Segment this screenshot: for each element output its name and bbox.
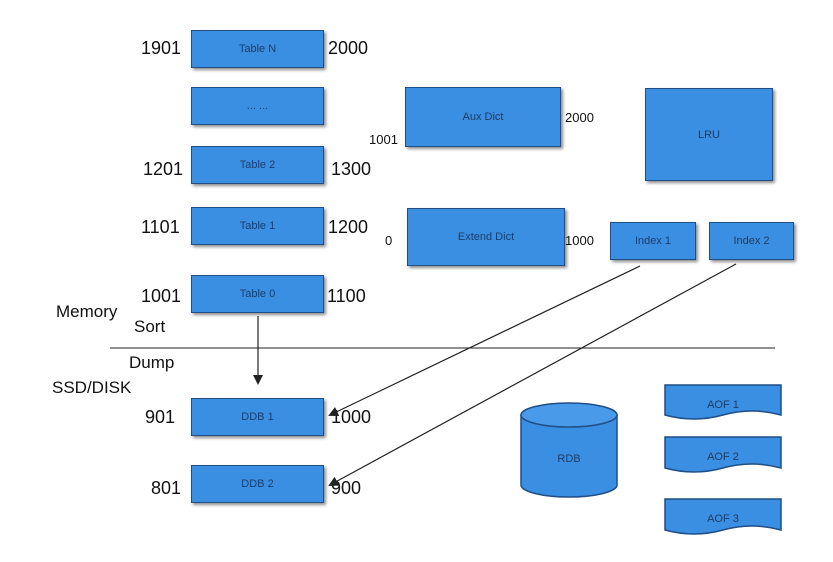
sort-label: Sort	[134, 317, 166, 336]
ellipsis-box: ... ...	[191, 87, 324, 125]
table-2-start: 1201	[143, 159, 184, 179]
extend-dict-end: 1000	[565, 233, 594, 248]
ssd-disk-label: SSD/DISK	[52, 378, 132, 397]
lru-label: LRU	[697, 128, 720, 141]
index-2-label: Index 2	[733, 235, 770, 247]
ddb-1-label: DDB 1	[241, 411, 274, 423]
table-1-end: 1200	[328, 217, 369, 237]
dump-label: Dump	[129, 353, 175, 372]
table-1-start: 1101	[141, 217, 180, 237]
memory-label: Memory	[56, 302, 118, 321]
table-n-label: Table N	[238, 43, 277, 55]
index-1-to-ddb-1-arrow	[328, 265, 641, 417]
table-2-end: 1300	[331, 159, 372, 179]
ddb-1-end: 1000	[331, 407, 372, 427]
index-1-box: Index 1	[610, 222, 696, 260]
aof-2-doc	[664, 436, 782, 473]
index-2-to-ddb-2-arrow	[328, 263, 737, 486]
aux-dict-label: Aux Dict	[462, 111, 504, 123]
index-1-label: Index 1	[634, 235, 672, 247]
aof-3-label: AOF 3	[707, 513, 739, 525]
table-0-box: Table 0	[191, 275, 324, 313]
rdb-label: RDB	[557, 453, 580, 465]
aof-3-doc	[664, 498, 782, 535]
aux-dict-end: 2000	[565, 110, 594, 125]
extend-dict-label: Extend Dict	[457, 231, 515, 243]
ddb-2-start: 801	[151, 478, 182, 498]
lru-box: LRU	[645, 88, 773, 181]
extend-dict-box: Extend Dict	[407, 208, 565, 266]
table-0-end: 1100	[327, 286, 366, 306]
ddb-2-label: DDB 2	[241, 478, 274, 490]
ddb-2-box: DDB 2	[191, 465, 324, 503]
rdb-cylinder	[520, 402, 618, 498]
index-2-box: Index 2	[709, 222, 794, 260]
aof-1-label: AOF 1	[707, 399, 739, 411]
table-0-label: Table 0	[239, 288, 276, 300]
aof-2-label: AOF 2	[707, 451, 739, 463]
aux-dict-box: Aux Dict	[405, 87, 561, 147]
ddb-1-start: 901	[145, 407, 176, 427]
ddb-1-box: DDB 1	[191, 398, 324, 436]
table-1-box: Table 1	[191, 207, 324, 245]
table-n-end: 2000	[328, 38, 369, 58]
table-2-box: Table 2	[191, 146, 324, 184]
aux-dict-start: 1001	[369, 132, 398, 147]
table-1-label: Table 1	[239, 220, 276, 232]
ellipsis-label: ... ...	[246, 100, 269, 112]
table-n-start: 1901	[141, 38, 182, 58]
table-2-label: Table 2	[239, 159, 276, 171]
table-n-box: Table N	[191, 30, 324, 68]
table-0-start: 1001	[141, 286, 182, 306]
aof-1-doc	[664, 384, 782, 420]
extend-dict-start: 0	[385, 233, 393, 248]
